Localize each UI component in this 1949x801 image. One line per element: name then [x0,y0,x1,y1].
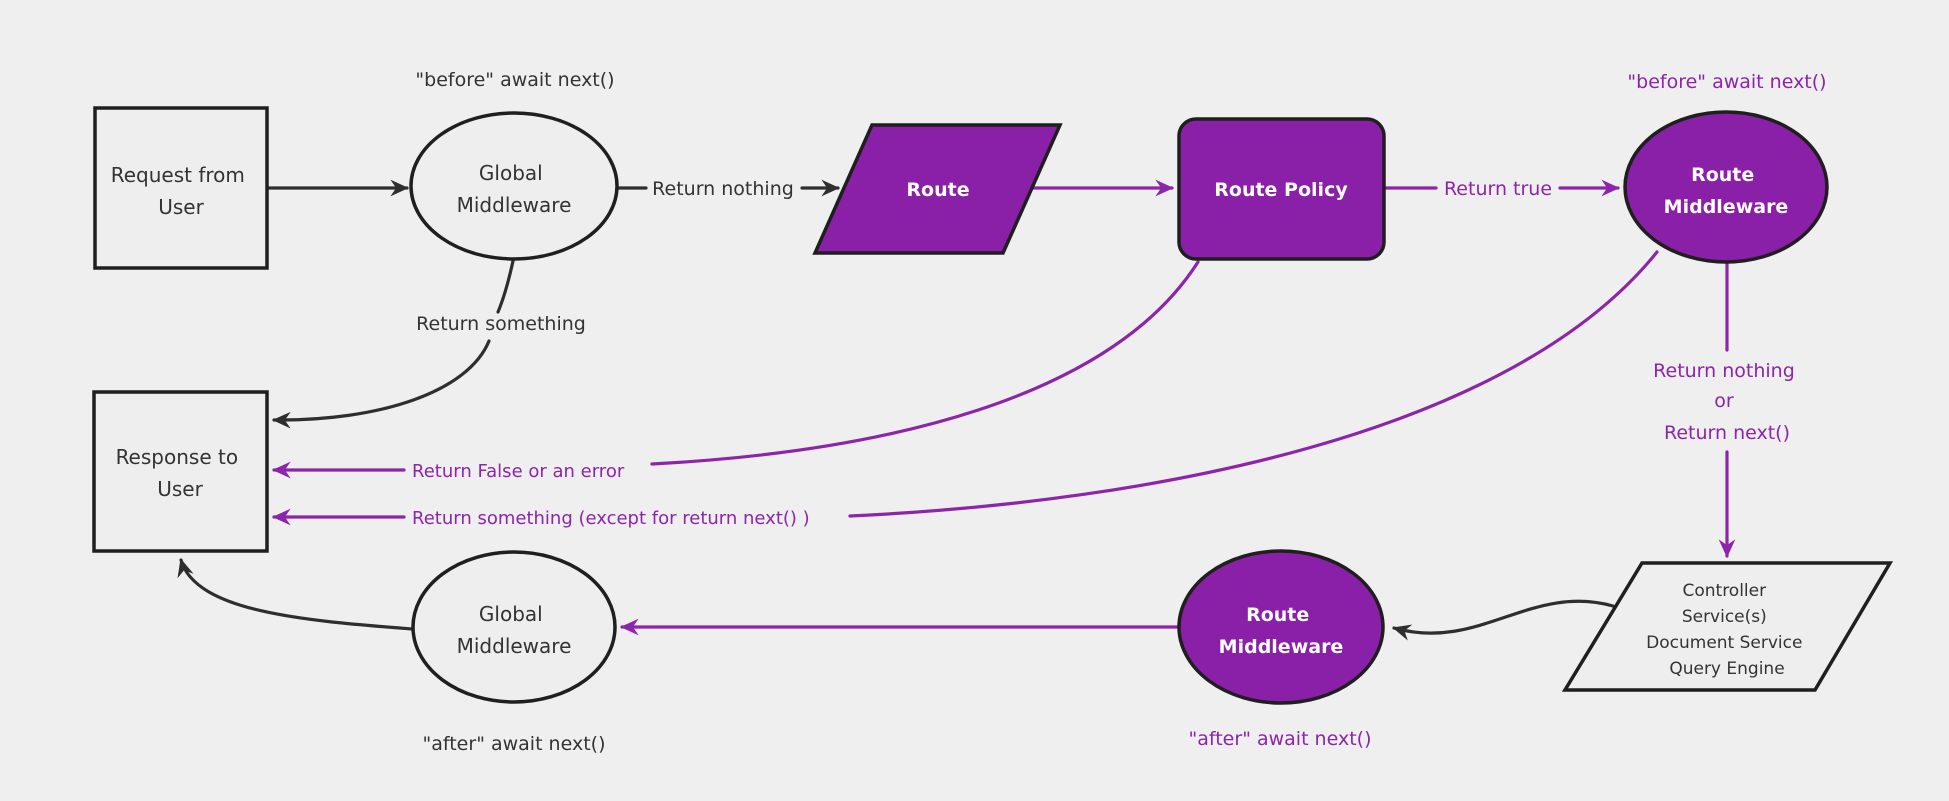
label-after-await-bottom-left: "after" await next() [423,733,606,755]
node-controller-stack-label: Controller Service(s) Document Service Q… [1646,581,1808,679]
label-before-await-top-right: "before" await next() [1627,71,1826,93]
node-controller-stack [1561,561,1894,692]
label-return-something: Return something [416,313,586,335]
node-global-middleware-bottom-label: Global Middleware [457,602,572,658]
node-route-middleware-top-label: Route Middleware [1664,164,1789,218]
label-return-nothing-or-next: Return nothing or Return next() [1653,360,1801,444]
label-return-something-except: Return something (except for return next… [412,508,810,529]
node-global-middleware-bottom [411,550,617,704]
node-route-policy-label: Route Policy [1214,179,1348,201]
edge-labels: "before" await next() Return nothing Ret… [412,69,1827,755]
node-request-from-user-label: Request from User [111,163,252,219]
label-after-await-bottom-right: "after" await next() [1189,728,1372,750]
node-route-label: Route [906,179,969,201]
label-return-true: Return true [1444,178,1552,200]
label-return-nothing: Return nothing [652,178,794,200]
edge-global-middleware-to-response [177,558,414,631]
edge-return-false-curve [650,260,1200,466]
edge-controller-to-route-middleware [1392,599,1615,641]
edge-global-middleware-return-something-bottom [272,339,491,429]
edge-global-middleware-return-something-top [496,259,515,314]
node-route [812,123,1063,255]
edges [177,179,1736,641]
node-route-policy [1177,117,1386,261]
label-return-false-or-error: Return False or an error [412,461,625,482]
node-global-middleware-top [409,111,619,261]
node-response-to-user [92,390,269,553]
node-request-from-user [93,106,269,270]
node-response-to-user-label: Response to User [116,445,245,501]
node-route-middleware-top [1623,110,1829,264]
nodes: Request from User Global Middleware Rout… [92,106,1894,705]
node-route-middleware-bottom [1177,549,1385,705]
node-global-middleware-top-label: Global Middleware [457,161,572,217]
edge-return-something-except-curve [848,250,1659,518]
label-before-await-top-left: "before" await next() [415,69,614,91]
node-route-middleware-bottom-label: Route Middleware [1219,604,1344,658]
